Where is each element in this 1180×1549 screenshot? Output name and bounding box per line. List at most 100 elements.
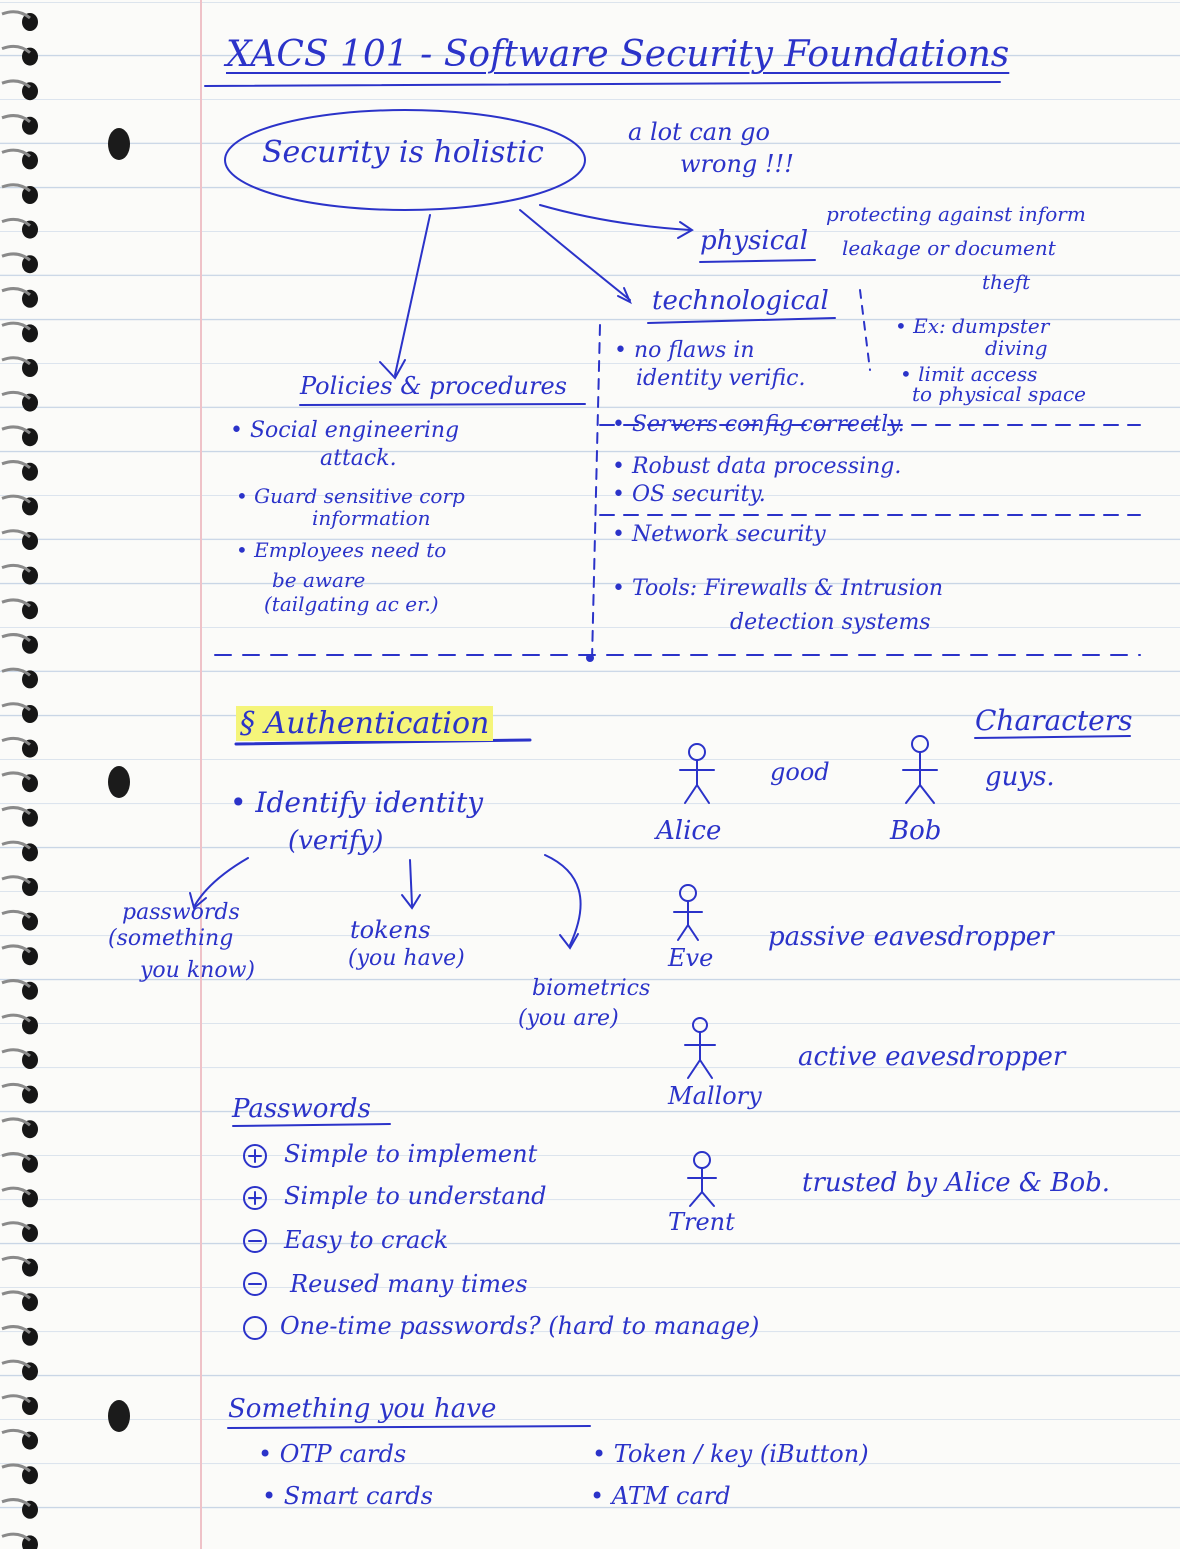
- spiral-coil: [1, 736, 38, 758]
- spiral-coil: [1, 598, 38, 620]
- spiral-coil: [1, 1048, 38, 1069]
- policy-item-cont: (tailgating ac er.): [264, 592, 439, 616]
- spiral-coil: [1, 1117, 38, 1139]
- spiral-coil: [1, 183, 38, 204]
- physical-line: leakage or document: [842, 236, 1056, 260]
- technological-underline: [647, 317, 836, 324]
- physical-line: theft: [982, 270, 1031, 294]
- authentication-heading: § Authentication: [236, 706, 494, 741]
- spiral-coil: [1, 633, 38, 654]
- branch-line: passwords: [122, 900, 240, 925]
- center-ellipse: [224, 109, 586, 211]
- punch-hole: [108, 128, 130, 160]
- bob-figure: [902, 735, 938, 804]
- title-underline: [204, 81, 1001, 87]
- spiral-coil: [1, 1532, 38, 1549]
- note-line: wrong !!!: [680, 150, 794, 178]
- physical-item: • Ex: dumpster: [895, 314, 1050, 338]
- physical-underline: [699, 259, 816, 263]
- character-desc-eve: passive eavesdropper: [768, 922, 1054, 952]
- branch-line: (you have): [348, 946, 465, 971]
- policies-underline: [299, 403, 586, 406]
- tech-item-cont: detection systems: [730, 610, 931, 635]
- spiral-coil: [1, 529, 38, 550]
- policies-heading: Policies & procedures: [300, 372, 567, 400]
- arrow-passwords: [194, 857, 249, 906]
- spiral-coil: [1, 1082, 38, 1104]
- password-item: Easy to crack: [284, 1226, 449, 1254]
- spiral-coil: [1, 79, 38, 101]
- spiral-coil: [1, 944, 38, 966]
- spiral-coil: [1, 875, 38, 896]
- policy-item: • Social engineering: [230, 418, 460, 443]
- tech-item: • Servers config correctly.: [612, 412, 905, 437]
- spiral-coil: [1, 252, 38, 274]
- have-item: • Smart cards: [262, 1482, 433, 1510]
- punch-hole: [108, 1400, 130, 1432]
- policy-item-cont: information: [312, 506, 431, 530]
- password-item: Reused many times: [290, 1270, 528, 1298]
- spiral-coil: [1, 702, 38, 723]
- trent-figure: [687, 1151, 717, 1207]
- spiral-coil: [1, 425, 38, 447]
- spiral-coil: [1, 1152, 38, 1173]
- arrow-tokens: [409, 859, 413, 906]
- identify-line: • Identify identity: [230, 786, 484, 819]
- spiral-coil: [1, 114, 38, 135]
- spiral-coil: [1, 321, 38, 343]
- spiral-coil: [1, 563, 38, 585]
- punch-hole: [108, 766, 130, 798]
- spiral-coil: [1, 979, 38, 1000]
- spiral-coil: [1, 1255, 38, 1277]
- margin-line: [200, 0, 202, 1549]
- character-name-eve: Eve: [668, 944, 714, 972]
- spiral-coil: [1, 1428, 38, 1450]
- mallory-figure: [684, 1017, 716, 1079]
- policy-item: • Guard sensitive corp: [236, 484, 465, 508]
- vertical-divider: [591, 324, 601, 661]
- password-item: Simple to understand: [284, 1182, 547, 1210]
- tech-item: • OS security.: [612, 482, 766, 507]
- have-heading: Something you have: [228, 1394, 497, 1424]
- physical-item-cont: to physical space: [912, 382, 1086, 406]
- characters-heading: Characters: [975, 704, 1133, 737]
- eve-figure: [673, 884, 703, 941]
- passwords-heading: Passwords: [232, 1094, 371, 1124]
- policy-item-cont: be aware: [272, 568, 366, 592]
- spiral-coil: [1, 1013, 38, 1035]
- arrow-physical: [539, 204, 691, 231]
- policy-item-cont: attack.: [320, 446, 397, 471]
- spiral-coil: [1, 10, 38, 31]
- arrow-policies: [394, 214, 431, 376]
- spiral-coil: [1, 287, 38, 308]
- spiral-coil: [1, 667, 38, 689]
- password-item: Simple to implement: [284, 1140, 538, 1168]
- spiral-coil: [1, 1186, 38, 1208]
- arrow-biometrics: [544, 854, 582, 946]
- tech-item: • Network security: [612, 522, 826, 547]
- character-desc-mallory: active eavesdropper: [798, 1042, 1066, 1072]
- spiral-coil: [1, 460, 38, 481]
- spiral-coil: [1, 806, 38, 827]
- spiral-coil: [1, 44, 38, 66]
- spiral-binding: [1, 10, 38, 1549]
- character-name-mallory: Mallory: [668, 1082, 762, 1110]
- tech-item-cont: identity verific.: [636, 366, 806, 391]
- good-guys-label: guys.: [985, 762, 1055, 792]
- branch-line: you know): [140, 958, 255, 983]
- spiral-coil: [1, 217, 38, 239]
- have-item: • OTP cards: [258, 1440, 407, 1468]
- spiral-coil: [1, 1325, 38, 1346]
- tech-item: • Robust data processing.: [612, 454, 902, 479]
- spiral-coil: [1, 840, 38, 862]
- physical-item-cont: diving: [985, 336, 1048, 360]
- branch-line: biometrics: [532, 976, 651, 1001]
- spiral-coil: [1, 1359, 38, 1381]
- spiral-coil: [1, 1463, 38, 1485]
- spiral-coil: [1, 356, 38, 377]
- character-name-bob: Bob: [890, 816, 942, 846]
- spiral-coil: [1, 494, 38, 516]
- physical-heading: physical: [700, 226, 809, 256]
